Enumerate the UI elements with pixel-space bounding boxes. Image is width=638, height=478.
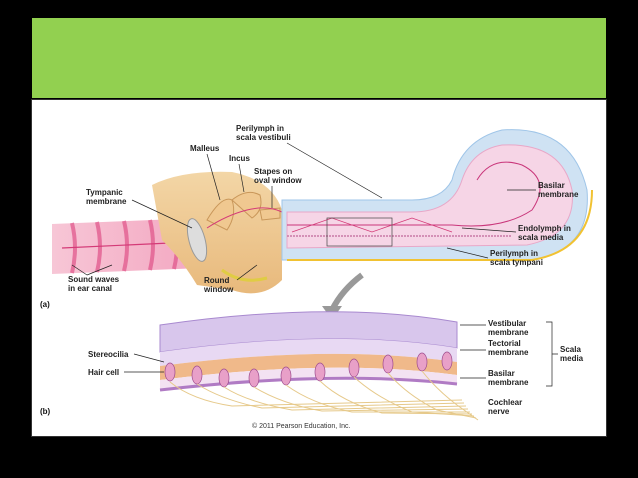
cochlear-nerve-fibers (169, 370, 479, 421)
slide-header-bar (32, 18, 606, 98)
label-sound-waves-line2: in ear canal (68, 284, 112, 293)
label-tectorial-line1: Tectorial (488, 339, 521, 348)
label-basilar-a-line2: membrane (538, 190, 579, 199)
label-basilar-a-line1: Basilar (538, 181, 565, 190)
label-scala-media-line1: Scala (560, 345, 581, 354)
hair-cells (164, 351, 453, 388)
label-cochlear-line2: nerve (488, 407, 510, 416)
label-vestibular-line1: Vestibular (488, 319, 526, 328)
label-cochlear-line1: Cochlear (488, 398, 522, 407)
leader-incus (238, 163, 245, 193)
label-malleus: Malleus (190, 144, 220, 153)
label-tympanic-line2: membrane (86, 197, 127, 206)
tympanic-membrane-shape (186, 218, 208, 262)
label-basilar-b-line1: Basilar (488, 369, 515, 378)
panel-b-label: (b) (40, 407, 51, 416)
label-scala-media-line2: media (560, 354, 584, 363)
ear-anatomy-figure: (a) Perilymph in scala vestibuli Malleus… (31, 99, 607, 437)
label-stereocilia: Stereocilia (88, 350, 129, 359)
label-vestibular-line2: membrane (488, 328, 529, 337)
ear-diagram: (a) Perilymph in scala vestibuli Malleus… (40, 124, 593, 430)
label-sound-waves-line1: Sound waves (68, 275, 120, 284)
scala-media-cross-section (159, 311, 458, 392)
leader-endolymph (461, 227, 517, 233)
middle-ear (152, 171, 283, 294)
label-perilymph-tympani-line2: scala tympani (490, 258, 543, 267)
label-perilymph-tympani-line1: Perilymph in (490, 249, 538, 258)
label-hair-cell: Hair cell (88, 368, 119, 377)
label-basilar-b-line2: membrane (488, 378, 529, 387)
leader-round-window (236, 264, 258, 281)
leader-perilymph-vestibuli (286, 142, 383, 199)
label-perilymph-vestibuli-line2: scala vestibuli (236, 133, 291, 142)
scala-media-bracket (546, 321, 558, 387)
label-endolymph-line1: Endolymph in (518, 224, 571, 233)
zoom-arrow (329, 272, 364, 312)
label-stapes-line1: Stapes on (254, 167, 292, 176)
copyright-notice: © 2011 Pearson Education, Inc. (252, 422, 350, 430)
label-round-window-line1: Round (204, 276, 229, 285)
label-perilymph-vestibuli-line1: Perilymph in (236, 124, 284, 133)
leader-perilymph-tympani (446, 247, 489, 259)
label-tectorial-line2: membrane (488, 348, 529, 357)
label-incus: Incus (229, 154, 250, 163)
leader-malleus (206, 153, 221, 201)
label-tympanic-line1: Tympanic (86, 188, 123, 197)
panel-a-label: (a) (40, 300, 50, 309)
label-stapes-line2: oval window (254, 176, 302, 185)
leader-stereocilia (133, 353, 165, 363)
leader-tympanic (131, 199, 193, 229)
cochlea (281, 129, 593, 261)
label-endolymph-line2: scala media (518, 233, 564, 242)
label-round-window-line2: window (203, 285, 234, 294)
leader-sound-waves (71, 264, 113, 276)
